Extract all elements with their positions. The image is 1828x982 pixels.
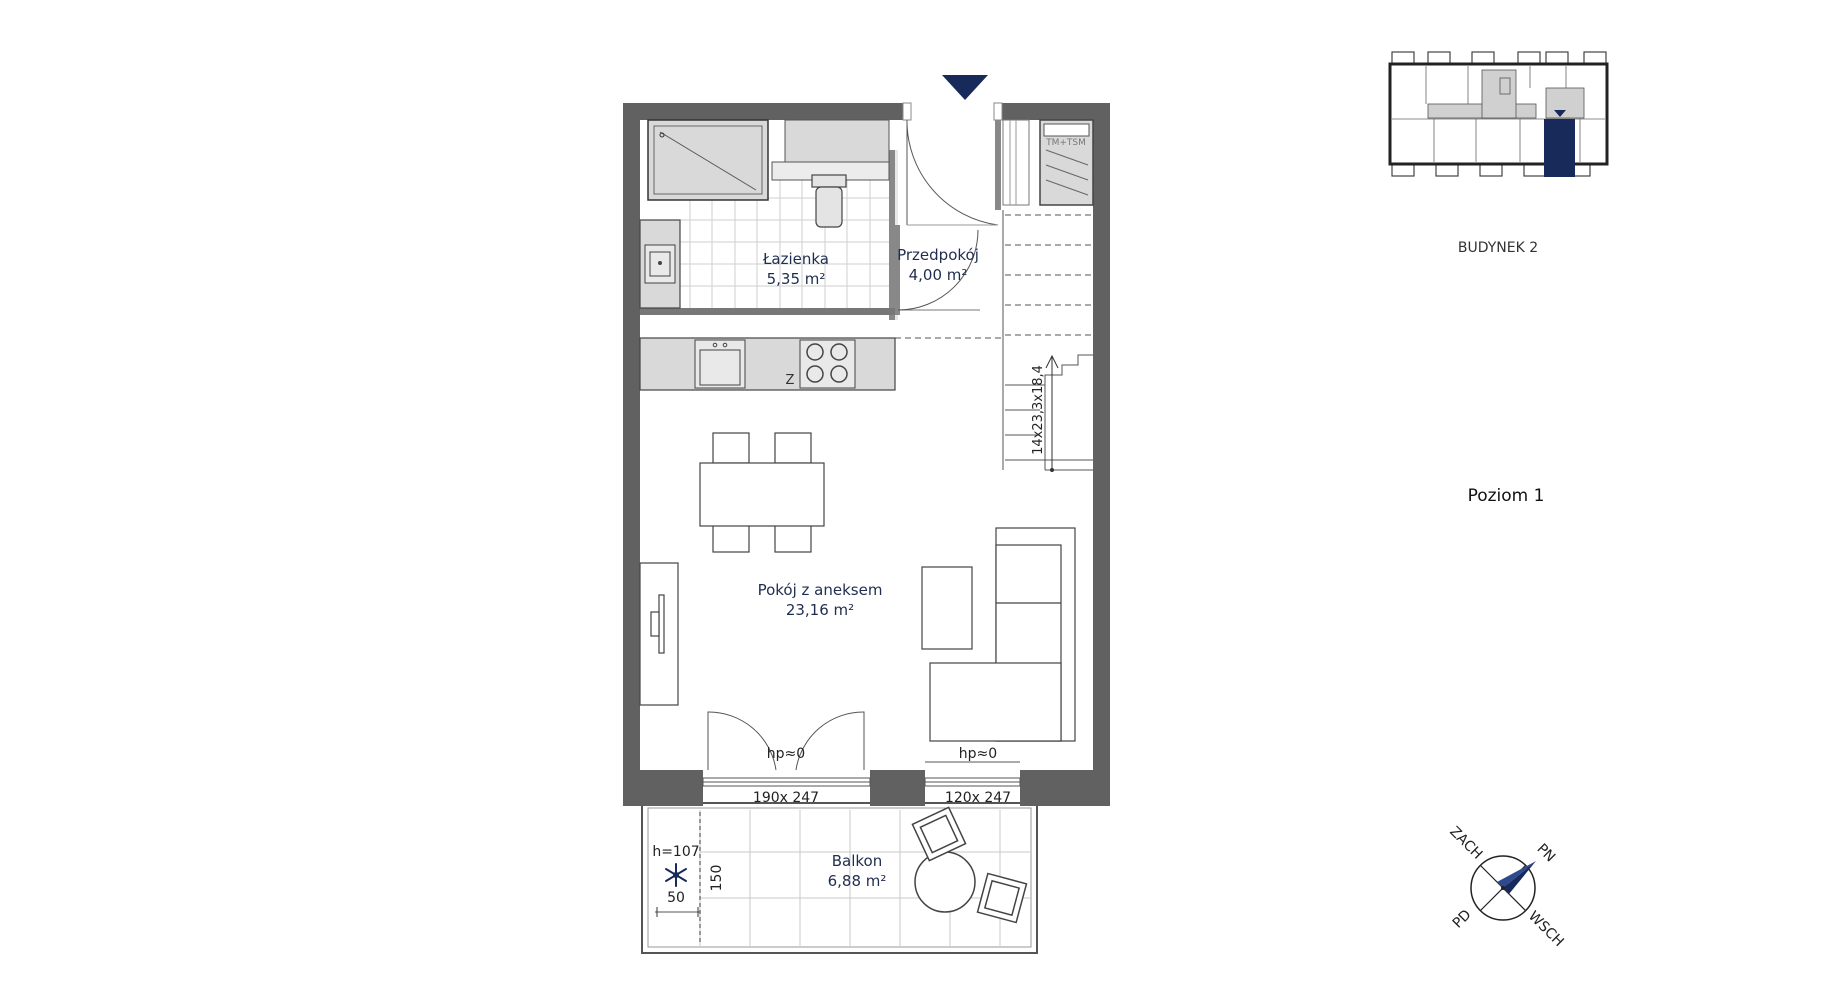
room-name-balcony: Balkon: [832, 852, 883, 870]
bathroom-door: [897, 229, 980, 311]
dining-set: [699, 432, 825, 553]
toilet: [811, 174, 847, 228]
entry-arrow-icon: [942, 75, 988, 100]
hallway: Przedpokój 4,00 m²: [895, 75, 1005, 339]
window-2-sill: hp≈0: [959, 746, 997, 762]
room-area-balcony: 6,88 m²: [828, 872, 887, 890]
room-name-bathroom: Łazienka: [762, 250, 829, 268]
building-label: BUDYNEK 2: [1458, 240, 1538, 256]
balcony-table: [914, 851, 976, 913]
balcony-chair-2: [976, 872, 1028, 924]
kitchen-counter: Z: [639, 337, 896, 391]
window-1-sill: hp≈0: [767, 746, 805, 762]
compass-icon: PN ZACH PD WSCH: [1446, 824, 1566, 950]
door-frames: [902, 102, 1003, 121]
living-room: Pokój z aneksem 23,16 m²: [639, 432, 1076, 742]
room-area-bathroom: 5,35 m²: [767, 270, 826, 288]
shower-tray: [647, 119, 769, 201]
utility-cabinet: TM+TSM: [1002, 119, 1094, 206]
walls: [623, 103, 1110, 806]
level-label: Poziom 1: [1468, 486, 1545, 506]
apartment-highlight: [1544, 119, 1575, 177]
ac-height-label: h=107: [652, 844, 699, 860]
stairs: 14x23,3x18,4: [1002, 210, 1093, 472]
balcony-door-1: hp≈0 190x 247: [702, 711, 871, 806]
bathroom: Łazienka 5,35 m²: [639, 119, 890, 309]
sofa: [929, 527, 1076, 742]
balcony-chair-1: [911, 806, 967, 862]
balcony-door-2: hp≈0 120x 247: [924, 746, 1021, 806]
compass-west: ZACH: [1446, 824, 1485, 863]
compass-south: PD: [1450, 907, 1475, 932]
utility-label: TM+TSM: [1045, 138, 1086, 148]
entry-door: [906, 119, 999, 226]
coffee-table: [921, 566, 973, 650]
ac-width-label: 50: [667, 890, 685, 906]
room-name-living: Pokój z aneksem: [758, 581, 883, 599]
balcony-tiles: [699, 810, 1030, 946]
room-area-hallway: 4,00 m²: [909, 266, 968, 284]
compass-east: WSCH: [1525, 908, 1567, 950]
room-name-hallway: Przedpokój: [897, 246, 979, 264]
ac-depth-label: 150: [709, 865, 725, 892]
fridge-label: Z: [786, 373, 795, 388]
compass-north: PN: [1533, 841, 1558, 866]
snowflake-icon: [665, 863, 687, 887]
ac-unit: h=107 50 150: [652, 812, 725, 944]
washbasin: [639, 219, 681, 309]
building-key-plan: BUDYNEK 2: [1388, 51, 1609, 256]
stairs-label: 14x23,3x18,4: [1031, 365, 1046, 455]
balcony: h=107 50 150: [641, 802, 1038, 954]
tv-cabinet: [639, 562, 679, 706]
window-2-size: 120x 247: [945, 790, 1011, 806]
window-1-size: 190x 247: [753, 790, 819, 806]
room-area-living: 23,16 m²: [786, 601, 854, 619]
